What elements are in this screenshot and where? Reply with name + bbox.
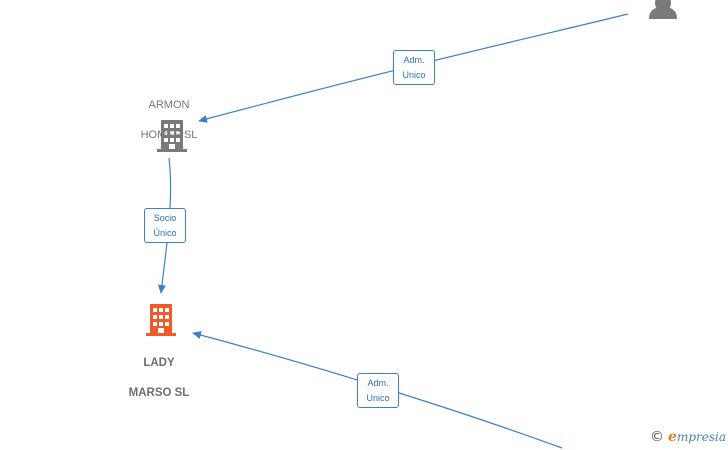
adm-top-line2: Unico [402,70,426,80]
edge-line-adm-bottom [192,331,563,449]
building-icon-armon[interactable] [157,120,187,152]
socio-line1: Socio [153,213,177,223]
edge-label-socio[interactable]: Socio Único [144,208,186,243]
adm-top-line1: Adm. [403,55,425,65]
adm-bottom-line2: Unico [366,393,390,403]
brand-e: e [668,429,677,445]
building-icon-lady[interactable] [146,304,176,336]
empresia-logo: ©empresia [650,429,726,445]
edge-label-adm-top[interactable]: Adm. Unico [393,50,435,85]
armon-line1: ARMON [148,99,190,111]
brand-rest: mpresia [676,430,726,444]
copyright-symbol: © [650,429,665,445]
edge-label-adm-bottom[interactable]: Adm. Unico [357,373,399,408]
armon-line2: HOMES SL [140,129,198,141]
adm-bottom-line1: Adm. [367,378,389,388]
socio-line2: Único [153,228,177,238]
node-label-lady[interactable]: LADY MARSO SL [104,341,214,416]
lady-line2: MARSO SL [128,387,190,399]
lady-line1: LADY [143,357,175,369]
person-icon[interactable] [649,0,677,19]
node-label-armon[interactable]: ARMON HOMES SL [114,83,224,158]
edge-line-adm-top [198,13,629,123]
